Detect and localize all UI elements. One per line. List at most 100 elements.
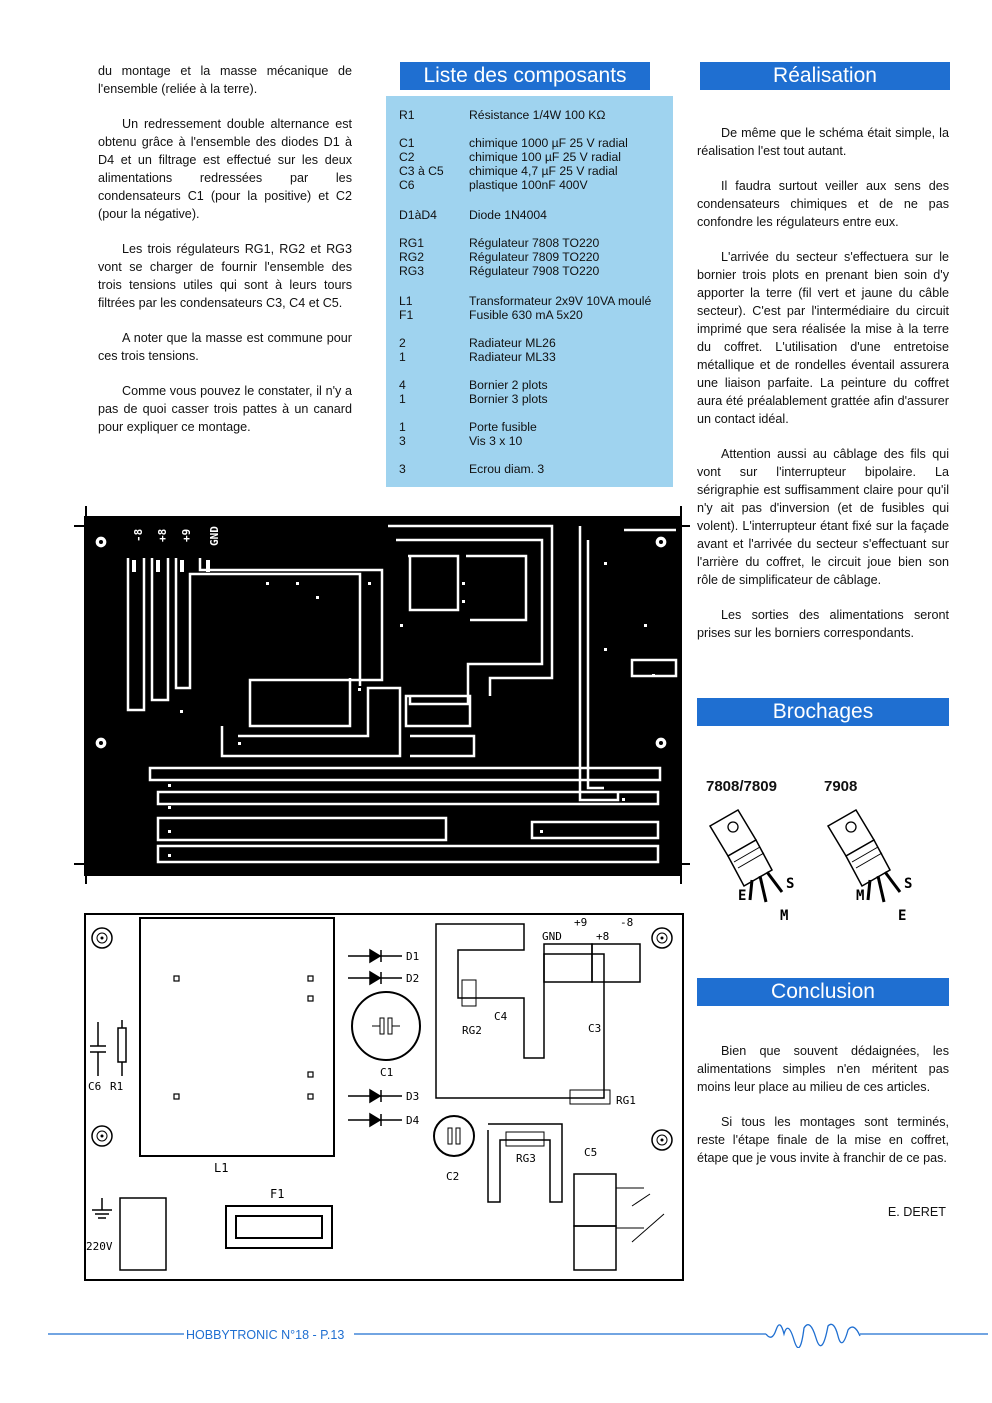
component-ref: 1 bbox=[399, 392, 406, 406]
svg-text:-8: -8 bbox=[620, 916, 633, 929]
svg-text:GND: GND bbox=[208, 526, 221, 546]
mounting-hole-icon bbox=[91, 927, 673, 1151]
component-ref: D1àD4 bbox=[399, 208, 437, 222]
component-row: F1 Fusible 630 mA 5x20 bbox=[386, 308, 673, 322]
paragraph: De même que le schéma était simple, la r… bbox=[697, 126, 949, 158]
component-ref: RG2 bbox=[399, 250, 425, 264]
component-description: Fusible 630 mA 5x20 bbox=[469, 308, 583, 322]
component-ref: C3 à C5 bbox=[399, 164, 444, 178]
footer-rule bbox=[48, 1323, 988, 1348]
component-ref: R1 bbox=[399, 108, 415, 122]
component-description: Bornier 2 plots bbox=[469, 378, 548, 392]
paragraph: du montage et la masse mécanique de l'en… bbox=[98, 64, 352, 96]
svg-text:R1: R1 bbox=[110, 1080, 123, 1093]
component-group: 4 Bornier 2 plots 1 Bornier 3 plots bbox=[386, 378, 673, 406]
pin-label: E bbox=[738, 888, 746, 904]
component-description: Radiateur ML33 bbox=[469, 350, 556, 364]
conclusion-title: Conclusion bbox=[697, 978, 949, 1006]
component-row: 1 Bornier 3 plots bbox=[386, 392, 673, 406]
svg-text:+9: +9 bbox=[180, 529, 193, 542]
component-group: D1àD4 Diode 1N4004 bbox=[386, 208, 673, 222]
brochage-label-left: 7808/7809 bbox=[706, 778, 777, 795]
component-description: Régulateur 7908 TO220 bbox=[469, 264, 600, 278]
component-row: RG3 Régulateur 7908 TO220 bbox=[386, 264, 673, 278]
svg-text:L1: L1 bbox=[214, 1161, 228, 1175]
components-title: Liste des composants bbox=[400, 62, 650, 90]
component-ref: 1 bbox=[399, 420, 406, 434]
svg-text:C3: C3 bbox=[588, 1022, 601, 1035]
component-description: plastique 100nF 400V bbox=[469, 178, 588, 192]
component-ref: F1 bbox=[399, 308, 414, 322]
component-description: chimique 1000 µF 25 V radial bbox=[469, 136, 628, 150]
component-ref: C2 bbox=[399, 150, 415, 164]
signature: E. DERET bbox=[887, 1205, 946, 1219]
component-description: Régulateur 7808 TO220 bbox=[469, 236, 600, 250]
paragraph: Les trois régulateurs RG1, RG2 et RG3 vo… bbox=[98, 242, 352, 310]
component-description: Transformateur 2x9V 10VA moulé bbox=[469, 294, 652, 308]
brochages-title: Brochages bbox=[697, 698, 949, 726]
transformer-outline bbox=[139, 917, 335, 1157]
component-ref: 1 bbox=[399, 350, 406, 364]
component-description: chimique 4,7 µF 25 V radial bbox=[469, 164, 618, 178]
component-ref: 3 bbox=[399, 462, 406, 476]
component-description: Bornier 3 plots bbox=[469, 392, 548, 406]
component-ref: 3 bbox=[399, 434, 406, 448]
component-row: 1 Radiateur ML33 bbox=[386, 350, 673, 364]
regulator-pinout-diagram: E S M M S E bbox=[708, 808, 912, 924]
svg-text:+8: +8 bbox=[596, 930, 609, 943]
to220-right-icon bbox=[826, 808, 902, 903]
brochage-label-right: 7908 bbox=[824, 778, 858, 795]
svg-text:C4: C4 bbox=[494, 1010, 508, 1023]
component-ref: 4 bbox=[399, 378, 406, 392]
realisation-text: De même que le schéma était simple, la r… bbox=[697, 124, 949, 659]
component-group: R1 Résistance 1/4W 100 KΩ bbox=[386, 108, 673, 122]
conclusion-text: Bien que souvent dédaignées, les aliment… bbox=[697, 1042, 949, 1184]
component-ref: L1 bbox=[399, 294, 413, 308]
pin-label: E bbox=[898, 908, 906, 924]
component-row: L1 Transformateur 2x9V 10VA moulé bbox=[386, 294, 673, 308]
paragraph: Si tous les montages sont terminés, rest… bbox=[697, 1115, 949, 1165]
svg-text:-8: -8 bbox=[132, 529, 145, 542]
svg-text:RG1: RG1 bbox=[616, 1094, 636, 1107]
footer-text: HOBBYTRONIC N°18 - P.13 bbox=[186, 1328, 345, 1342]
component-row: D1àD4 Diode 1N4004 bbox=[386, 208, 673, 222]
component-row: 1 Porte fusible bbox=[386, 420, 673, 434]
component-description: Porte fusible bbox=[469, 420, 537, 434]
paragraph: Attention aussi au câblage des fils qui … bbox=[697, 447, 949, 587]
component-description: Radiateur ML26 bbox=[469, 336, 556, 350]
paragraph: Comme vous pouvez le constater, il n'y a… bbox=[98, 384, 352, 434]
paragraph: Un redressement double alternance est ob… bbox=[98, 117, 352, 221]
svg-text:220V: 220V bbox=[86, 1240, 113, 1253]
component-row: C3 à C5 chimique 4,7 µF 25 V radial bbox=[386, 164, 673, 178]
paragraph: A noter que la masse est commune pour ce… bbox=[98, 331, 352, 363]
svg-text:RG3: RG3 bbox=[516, 1152, 536, 1165]
svg-text:C1: C1 bbox=[380, 1066, 393, 1079]
component-ref: RG3 bbox=[399, 264, 425, 278]
component-row: C2 chimique 100 µF 25 V radial bbox=[386, 150, 673, 164]
svg-text:F1: F1 bbox=[270, 1187, 284, 1201]
svg-text:+9: +9 bbox=[574, 916, 587, 929]
svg-text:C2: C2 bbox=[446, 1170, 459, 1183]
component-row: C6 plastique 100nF 400V bbox=[386, 178, 673, 192]
svg-text:C6: C6 bbox=[88, 1080, 101, 1093]
component-row: R1 Résistance 1/4W 100 KΩ bbox=[386, 108, 673, 122]
component-ref: C6 bbox=[399, 178, 415, 192]
pcb-silkscreen-layout: L1 C6 R1 D1 D2 D3 D4 C1 C2 RG2 C4 GND +9… bbox=[84, 913, 684, 1281]
component-description: Diode 1N4004 bbox=[469, 208, 547, 222]
component-description: chimique 100 µF 25 V radial bbox=[469, 150, 621, 164]
paragraph: Bien que souvent dédaignées, les aliment… bbox=[697, 1044, 949, 1094]
component-ref: RG1 bbox=[399, 236, 425, 250]
pcb-copper-layout: -8 +8 +9 GND bbox=[74, 506, 690, 884]
component-description: Résistance 1/4W 100 KΩ bbox=[469, 108, 606, 122]
svg-text:D3: D3 bbox=[406, 1090, 419, 1103]
paragraph: L'arrivée du secteur s'effectuera sur le… bbox=[697, 250, 949, 426]
